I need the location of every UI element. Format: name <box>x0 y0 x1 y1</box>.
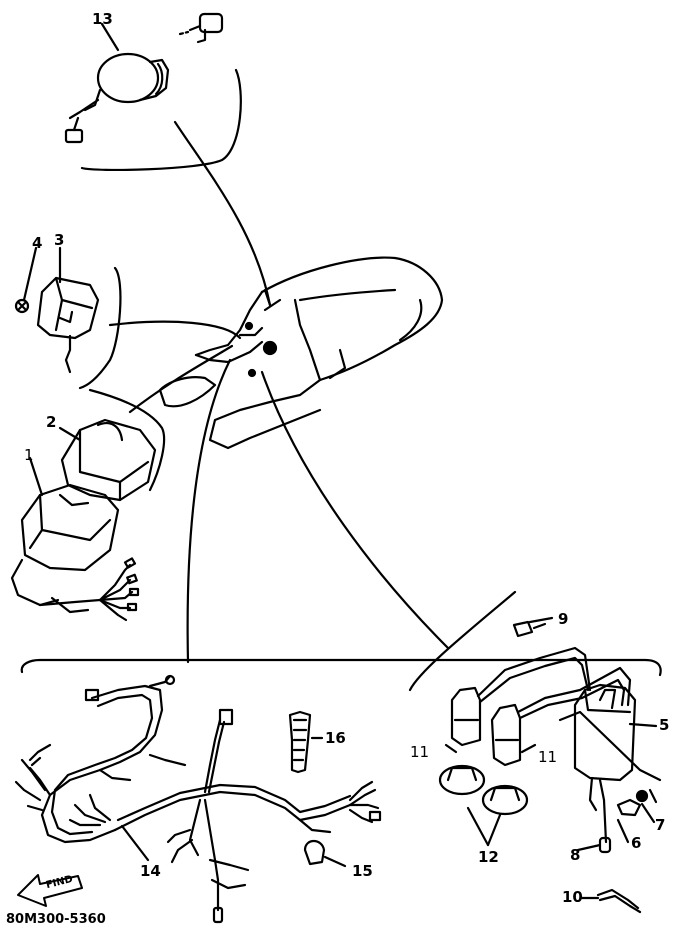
callout-12: 12 <box>478 848 499 866</box>
plug-caps-part <box>440 622 630 845</box>
callout-10: 10 <box>562 888 583 906</box>
find-arrow-icon <box>18 875 82 906</box>
callout-13: 13 <box>92 10 113 28</box>
callout-1: 1 <box>24 446 34 464</box>
callout-11-left: 11 <box>410 743 430 761</box>
cdi-unit-part <box>12 420 155 620</box>
callout-15: 15 <box>352 862 373 880</box>
wire-harness-part <box>16 676 380 922</box>
callout-11-right: 11 <box>538 748 558 766</box>
cable-tie-part <box>290 712 322 772</box>
drawing-code: 80M300-5360 <box>6 912 106 927</box>
frame-seat-assembly <box>160 258 442 448</box>
callout-9: 9 <box>558 610 569 628</box>
rectifier-part <box>16 278 98 372</box>
leader-lines <box>110 122 448 662</box>
clamp-part <box>305 841 345 866</box>
callout-16: 16 <box>325 729 346 747</box>
callout-7: 7 <box>655 816 666 834</box>
callout-5: 5 <box>659 716 670 734</box>
callout-6: 6 <box>631 834 642 852</box>
callout-2: 2 <box>46 413 57 431</box>
callout-4: 4 <box>32 234 43 252</box>
callout-brackets <box>22 70 661 690</box>
callout-14: 14 <box>140 862 161 880</box>
callout-8: 8 <box>570 846 581 864</box>
cable-part <box>598 890 640 912</box>
ignition-coil-part <box>560 685 660 852</box>
callout-3: 3 <box>54 231 65 249</box>
main-switch-part <box>66 14 222 142</box>
callout-ticks <box>24 24 656 898</box>
